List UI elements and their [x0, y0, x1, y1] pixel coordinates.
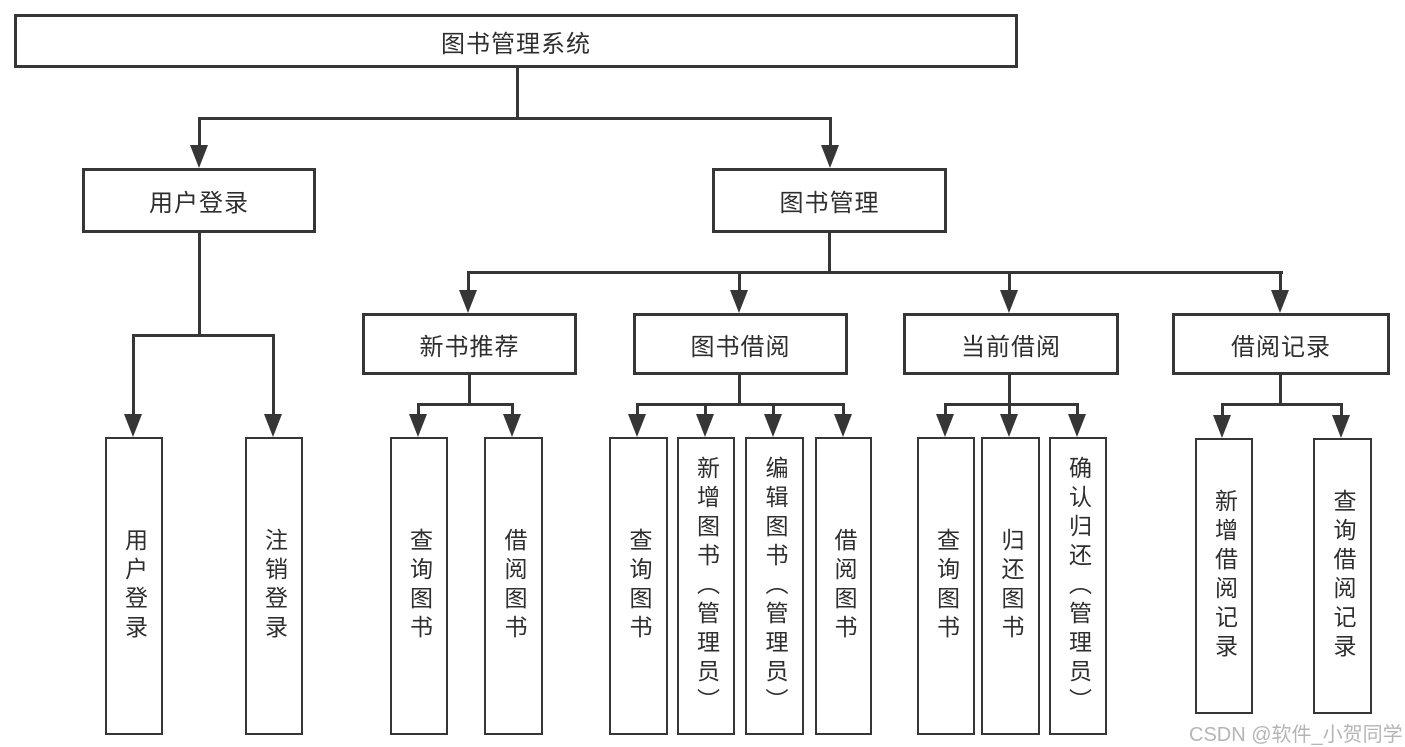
arrow-down-icon: [459, 290, 477, 313]
connector-line: [1340, 403, 1343, 417]
arrow-down-icon: [628, 414, 646, 437]
connector-line: [944, 403, 947, 416]
connector-line: [511, 403, 514, 416]
connector-line: [417, 403, 514, 406]
csdn-watermark: CSDN @软件_小贺同学: [1189, 724, 1403, 746]
arrow-down-icon: [764, 414, 782, 437]
connector-line: [738, 271, 741, 292]
arrow-down-icon: [1332, 415, 1350, 438]
arrow-down-icon: [190, 145, 208, 168]
connector-line: [132, 334, 275, 337]
connector-line: [1221, 403, 1224, 417]
node-leaf-query-borrow-record: 查询借阅记录: [1313, 438, 1372, 714]
arrow-down-icon: [503, 414, 521, 437]
connector-line: [1279, 375, 1282, 405]
connector-line: [467, 271, 1283, 274]
arrow-down-icon: [1068, 414, 1086, 437]
connector-line: [704, 403, 707, 416]
connector-line: [1008, 271, 1011, 292]
node-library-management-system: 图书管理系统: [14, 14, 1018, 68]
connector-line: [132, 334, 135, 416]
connector-line: [272, 334, 275, 416]
node-leaf-query-books-current: 查询图书: [917, 437, 975, 735]
connector-line: [198, 117, 201, 148]
node-leaf-borrow-books-recommend: 借阅图书: [484, 437, 543, 735]
arrow-down-icon: [409, 414, 427, 437]
arrow-down-icon: [1000, 414, 1018, 437]
node-leaf-borrow-books: 借阅图书: [815, 437, 872, 735]
node-user-login: 用户登录: [82, 168, 316, 233]
arrow-down-icon: [696, 414, 714, 437]
connector-line: [636, 403, 639, 416]
arrow-down-icon: [264, 414, 282, 437]
arrow-down-icon: [1271, 290, 1289, 313]
node-current-borrowing: 当前借阅: [903, 313, 1119, 375]
connector-line: [198, 233, 201, 336]
connector-line: [829, 117, 832, 148]
arrow-down-icon: [834, 414, 852, 437]
connector-line: [738, 375, 741, 405]
connector-line: [1076, 403, 1079, 416]
node-new-book-recommend: 新书推荐: [362, 313, 577, 375]
arrow-down-icon: [936, 414, 954, 437]
node-leaf-logout: 注销登录: [245, 437, 303, 735]
arrow-down-icon: [1213, 415, 1231, 438]
node-leaf-return-book: 归还图书: [981, 437, 1040, 735]
connector-line: [636, 403, 845, 406]
node-leaf-add-borrow-record: 新增借阅记录: [1195, 438, 1253, 714]
arrow-down-icon: [124, 414, 142, 437]
connector-line: [772, 403, 775, 416]
node-leaf-user-login: 用户登录: [105, 437, 163, 735]
connector-line: [944, 403, 1079, 406]
connector-line: [468, 375, 471, 405]
connector-line: [417, 403, 420, 416]
node-leaf-edit-book-admin: 编辑图书（管理员）: [745, 437, 804, 735]
connector-line: [198, 117, 832, 120]
node-book-borrowing: 图书借阅: [633, 313, 848, 375]
node-borrowing-records: 借阅记录: [1172, 313, 1390, 375]
arrow-down-icon: [1000, 290, 1018, 313]
node-leaf-add-book-admin: 新增图书（管理员）: [677, 437, 735, 735]
connector-line: [467, 271, 470, 292]
connector-line: [1008, 403, 1011, 416]
node-leaf-confirm-return-admin: 确认归还（管理员）: [1049, 437, 1107, 735]
arrow-down-icon: [730, 290, 748, 313]
node-leaf-query-books-borrowing: 查询图书: [609, 437, 668, 735]
node-book-management: 图书管理: [712, 168, 947, 233]
connector-line: [1008, 375, 1011, 405]
node-leaf-query-books-recommend: 查询图书: [390, 437, 448, 735]
connector-line: [842, 403, 845, 416]
connector-line: [1279, 271, 1282, 292]
connector-line: [1221, 403, 1343, 406]
connector-line: [516, 68, 519, 119]
connector-line: [828, 233, 831, 273]
arrow-down-icon: [821, 145, 839, 168]
